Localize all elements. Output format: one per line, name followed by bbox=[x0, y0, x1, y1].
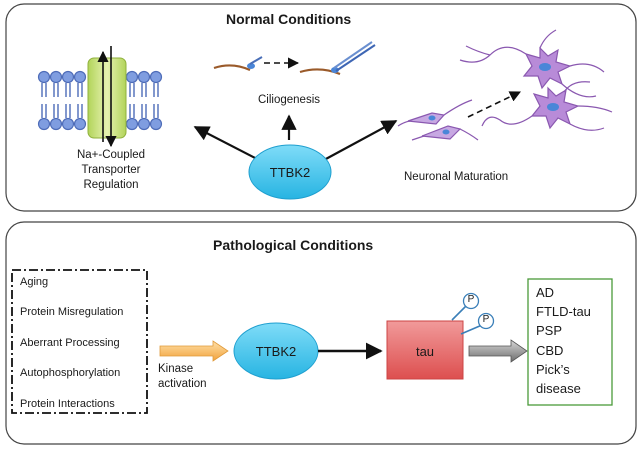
transporter-label-line-1: Na+-Coupled bbox=[76, 149, 146, 161]
arrow-to-transporter bbox=[193, 126, 260, 161]
phospho-circle-1 bbox=[462, 292, 480, 310]
disease-item: Pick’s bbox=[536, 362, 570, 377]
kinase-label-line-1: Kinase bbox=[158, 363, 194, 375]
factor-item: Protein Interactions bbox=[20, 398, 115, 410]
disease-item: AD bbox=[536, 285, 555, 300]
factor-item: Protein Misregulation bbox=[20, 306, 124, 318]
phospho-link-2 bbox=[460, 324, 483, 335]
transporter-label-line-2: Transporter bbox=[81, 164, 141, 176]
factor-box bbox=[11, 269, 148, 414]
ttbk2-normal-label: TTBK2 bbox=[269, 165, 311, 180]
normal-panel bbox=[5, 3, 637, 212]
tau-box bbox=[386, 320, 464, 380]
neuron-illustration bbox=[397, 29, 613, 141]
factor-item: Aberrant Processing bbox=[20, 337, 120, 349]
factor-item: Autophosphorylation bbox=[20, 367, 121, 379]
ttbk2-pathological-label: TTBK2 bbox=[255, 344, 297, 359]
ciliogenesis-illustration bbox=[213, 41, 376, 76]
kinase-activation-label: Kinase activation bbox=[158, 362, 207, 392]
ttbk2-normal-node bbox=[248, 144, 332, 200]
transporter-label-line-3: Regulation bbox=[83, 179, 139, 191]
kinase-label-line-2: activation bbox=[158, 378, 207, 390]
membrane-transporter-illustration bbox=[37, 46, 163, 148]
disease-item: FTLD-tau bbox=[536, 304, 591, 319]
pathological-panel bbox=[5, 221, 637, 445]
transporter-label: Na+-Coupled Transporter Regulation bbox=[56, 148, 166, 193]
factor-item: Aging bbox=[20, 276, 49, 288]
pathological-title: Pathological Conditions bbox=[213, 237, 374, 253]
ciliogenesis-label: Ciliogenesis bbox=[258, 94, 321, 106]
transporter-protein bbox=[87, 57, 127, 139]
disease-item: CBD bbox=[536, 343, 564, 358]
arrow-to-neuronal bbox=[323, 120, 398, 161]
normal-title: Normal Conditions bbox=[226, 11, 352, 27]
neuronal-maturation-label: Neuronal Maturation bbox=[404, 171, 509, 183]
phospho-label-2: P bbox=[482, 314, 490, 325]
arrow-to-diseases bbox=[468, 339, 528, 363]
tau-label: tau bbox=[415, 344, 435, 359]
disease-item: PSP bbox=[536, 323, 563, 338]
phospho-circle-2 bbox=[477, 312, 495, 330]
disease-item: disease bbox=[536, 381, 581, 396]
phospho-label-1: P bbox=[467, 294, 475, 305]
disease-box bbox=[527, 278, 613, 406]
kinase-activation-arrow bbox=[159, 340, 229, 362]
